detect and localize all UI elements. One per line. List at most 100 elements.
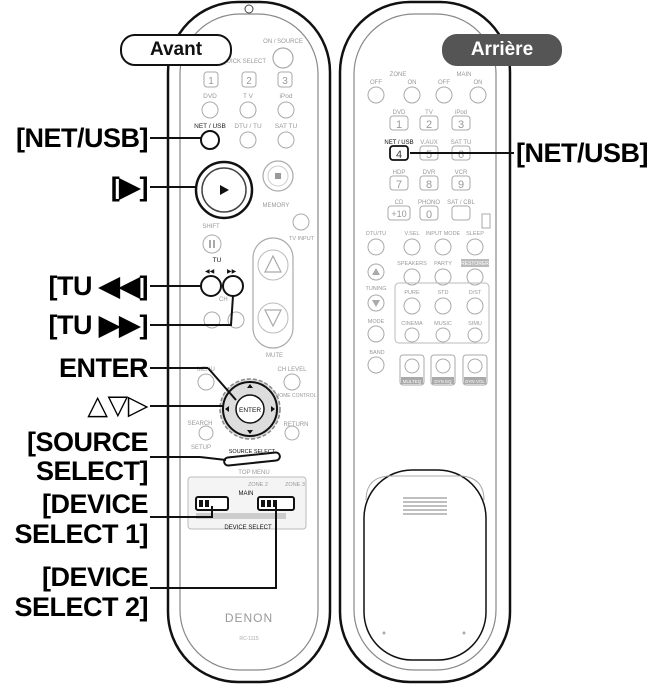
front-tu-rewind-button[interactable]	[200, 275, 222, 297]
nav-down-icon	[247, 430, 253, 434]
front-on-source-button[interactable]	[272, 47, 294, 69]
front-qs1-button[interactable]	[203, 71, 219, 88]
back-speakers-button[interactable]	[403, 268, 421, 286]
play-icon	[220, 185, 229, 195]
back-band-button[interactable]	[367, 356, 385, 374]
back-sleep-button[interactable]	[466, 238, 484, 256]
front-ipod-button[interactable]	[277, 101, 295, 119]
front-search-button[interactable]	[198, 425, 214, 441]
back-key-1[interactable]	[389, 115, 409, 131]
back-mode-button[interactable]	[367, 325, 385, 343]
back-std-button[interactable]	[434, 297, 452, 315]
front-zone3-label: ZONE 3	[285, 482, 305, 488]
back-input-mode-button[interactable]	[434, 238, 452, 256]
label-avant: Avant	[120, 34, 232, 66]
back-tuning-up-button[interactable]	[367, 263, 385, 281]
front-ch-up-button[interactable]	[227, 311, 245, 329]
back-remote: ZONE MAIN OFF ON OFF ON DVD TV iPod 1 2 …	[338, 0, 512, 684]
front-dtu-tu-button[interactable]	[239, 131, 257, 149]
fast-forward-icon: ▶▶	[227, 269, 237, 275]
front-menu-button[interactable]	[197, 373, 215, 391]
front-remote: ON / SOURCE QUICK SELECT 1 2 3 DVD T V i…	[166, 0, 332, 684]
front-ch-down-button[interactable]	[203, 311, 221, 329]
back-cinema-button[interactable]	[404, 327, 420, 343]
callout-device-select-2-line1: [DEVICE	[41, 562, 149, 592]
back-key-8[interactable]	[419, 175, 439, 191]
back-dst-button[interactable]	[466, 297, 484, 315]
back-ipod-label: iPod	[455, 110, 467, 116]
back-music-label: MUSIC	[434, 321, 452, 327]
back-restorer-button[interactable]	[466, 268, 484, 286]
back-key-7-label: 7	[396, 179, 402, 191]
rewind-icon: ◀◀	[205, 269, 215, 275]
back-zone-on-label: ON	[408, 80, 417, 86]
front-stop-button[interactable]	[262, 160, 294, 192]
back-party-button[interactable]	[434, 268, 452, 286]
front-mute-label: MUTE	[266, 353, 283, 359]
back-zone-on-button[interactable]	[403, 86, 421, 104]
back-key-4[interactable]	[389, 145, 409, 161]
back-zone-label: ZONE	[390, 72, 407, 78]
front-tu-forward-button[interactable]	[222, 275, 244, 297]
front-top-menu-label: TOP MENU	[238, 470, 269, 476]
back-key-9[interactable]	[451, 175, 471, 191]
back-key-sat-cbl[interactable]	[451, 205, 471, 221]
back-dtu-tu-button[interactable]	[367, 238, 385, 256]
front-return-button[interactable]	[284, 425, 300, 441]
back-key-4-label: 4	[396, 149, 402, 161]
back-sat-cbl-label: SAT / CBL	[447, 200, 475, 206]
front-net-usb-button[interactable]	[200, 130, 220, 150]
back-tuning-down-button[interactable]	[367, 294, 385, 312]
back-tuning-label: TUNING	[365, 286, 386, 292]
back-cd-label: CD	[395, 200, 404, 206]
back-main-off-button[interactable]	[435, 86, 453, 104]
back-simu-button[interactable]	[467, 327, 483, 343]
callout-net-usb-back: [NET/USB]	[516, 138, 649, 168]
front-dvd-button[interactable]	[201, 101, 219, 119]
back-music-button[interactable]	[435, 327, 451, 343]
back-main-on-label: ON	[474, 80, 483, 86]
front-ch-level-label: CH LEVEL	[277, 367, 307, 373]
front-qs2-button[interactable]	[241, 71, 257, 88]
front-sat-tu-button[interactable]	[277, 131, 295, 149]
back-main-on-button[interactable]	[469, 86, 487, 104]
back-key-plus10[interactable]	[387, 205, 411, 221]
front-pause-button[interactable]	[202, 234, 222, 254]
front-menu-label: MENU	[197, 367, 215, 373]
back-vcr-label: VCR	[455, 170, 468, 176]
back-sat-tu-label: SAT TU	[451, 140, 472, 146]
back-dyn-eq-label: DYN EQ	[434, 379, 452, 384]
front-volume-rocker[interactable]	[252, 237, 294, 349]
back-key-8-label: 8	[426, 179, 432, 191]
back-cinema-label: CINEMA	[401, 321, 423, 327]
front-sat-tu-label: SAT TU	[275, 123, 298, 130]
back-vsel-button[interactable]	[403, 238, 421, 256]
front-memory-button[interactable]	[292, 213, 310, 231]
callout-device-select-1-line2: SELECT 1]	[14, 519, 148, 549]
back-key-7[interactable]	[389, 175, 409, 191]
volume-down-icon	[264, 309, 282, 328]
front-enter-text: ENTER	[239, 407, 261, 414]
back-zone-off-button[interactable]	[367, 86, 385, 104]
callout-leader-lines	[150, 137, 514, 589]
back-key-0[interactable]	[419, 205, 439, 221]
callout-tu-rewind: [TU ◀◀]	[48, 271, 148, 301]
back-pure-button[interactable]	[403, 297, 421, 315]
front-ch-level-button[interactable]	[283, 373, 301, 391]
back-key-plus10-label: +10	[391, 209, 406, 219]
back-sleep-label: SLEEP	[466, 231, 484, 237]
back-key-2[interactable]	[419, 115, 439, 131]
back-key-2-label: 2	[426, 119, 432, 131]
front-qs3-button[interactable]	[277, 71, 293, 88]
front-dvd-label: DVD	[203, 93, 217, 100]
front-qs3-label: 3	[282, 76, 288, 87]
front-tv-button[interactable]	[239, 101, 257, 119]
front-qs2-label: 2	[246, 76, 252, 87]
front-net-usb-label: NET / USB	[194, 123, 226, 130]
back-vsel-label: V.SEL	[404, 231, 419, 237]
back-battery-cover[interactable]	[363, 469, 487, 661]
front-source-select-button[interactable]	[223, 451, 281, 467]
front-enter-button[interactable]	[235, 394, 265, 424]
back-key-3[interactable]	[451, 115, 471, 131]
back-main-off-label: OFF	[438, 80, 450, 86]
